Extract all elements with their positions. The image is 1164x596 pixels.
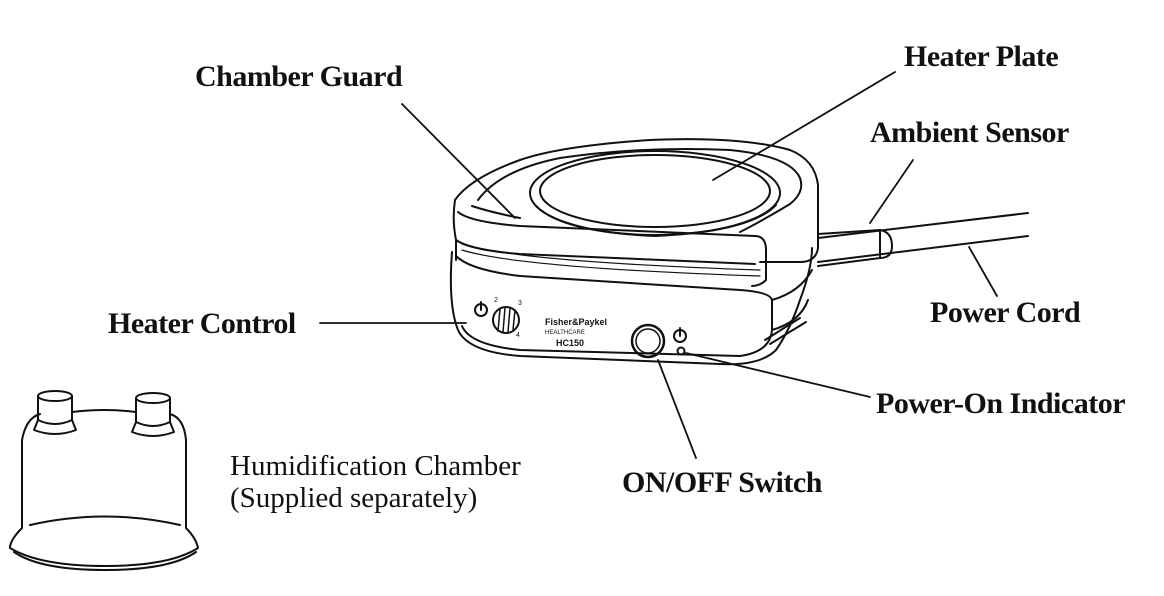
control-panel-drawing xyxy=(474,301,687,359)
leader-heater-plate xyxy=(712,71,896,181)
leader-power-cord xyxy=(968,246,998,297)
humidification-chamber-drawing xyxy=(9,390,199,571)
leader-power-on-indicator xyxy=(685,352,871,398)
chamber-caption-line1: Humidification Chamber xyxy=(230,450,521,482)
leader-ambient-sensor xyxy=(869,159,914,224)
dial-tick-2: 2 xyxy=(494,297,498,304)
power-cord-drawing xyxy=(817,212,1029,267)
leader-chamber-guard xyxy=(401,103,516,219)
device-markings: Fisher&Paykel HEALTHCARE HC150 2 3 4 xyxy=(494,297,607,348)
dial-tick-4: 4 xyxy=(516,332,520,339)
label-on-off-switch: ON/OFF Switch xyxy=(622,466,822,499)
model-number: HC150 xyxy=(556,338,584,348)
label-power-cord: Power Cord xyxy=(930,296,1081,329)
label-heater-control: Heater Control xyxy=(108,307,296,340)
dial-tick-3: 3 xyxy=(518,300,522,307)
chamber-caption-line2: (Supplied separately) xyxy=(230,482,478,515)
label-power-on-indicator: Power-On Indicator xyxy=(876,387,1126,420)
brand-line2: HEALTHCARE xyxy=(545,330,585,336)
brand-line1: Fisher&Paykel xyxy=(545,317,607,327)
leader-lines xyxy=(319,71,998,459)
label-heater-plate: Heater Plate xyxy=(904,40,1059,73)
heater-base-drawing xyxy=(449,138,819,366)
chamber-caption: Humidification Chamber (Supplied separat… xyxy=(230,450,521,515)
label-chamber-guard: Chamber Guard xyxy=(195,60,403,93)
label-ambient-sensor: Ambient Sensor xyxy=(870,116,1069,149)
leader-on-off-switch xyxy=(657,359,697,459)
